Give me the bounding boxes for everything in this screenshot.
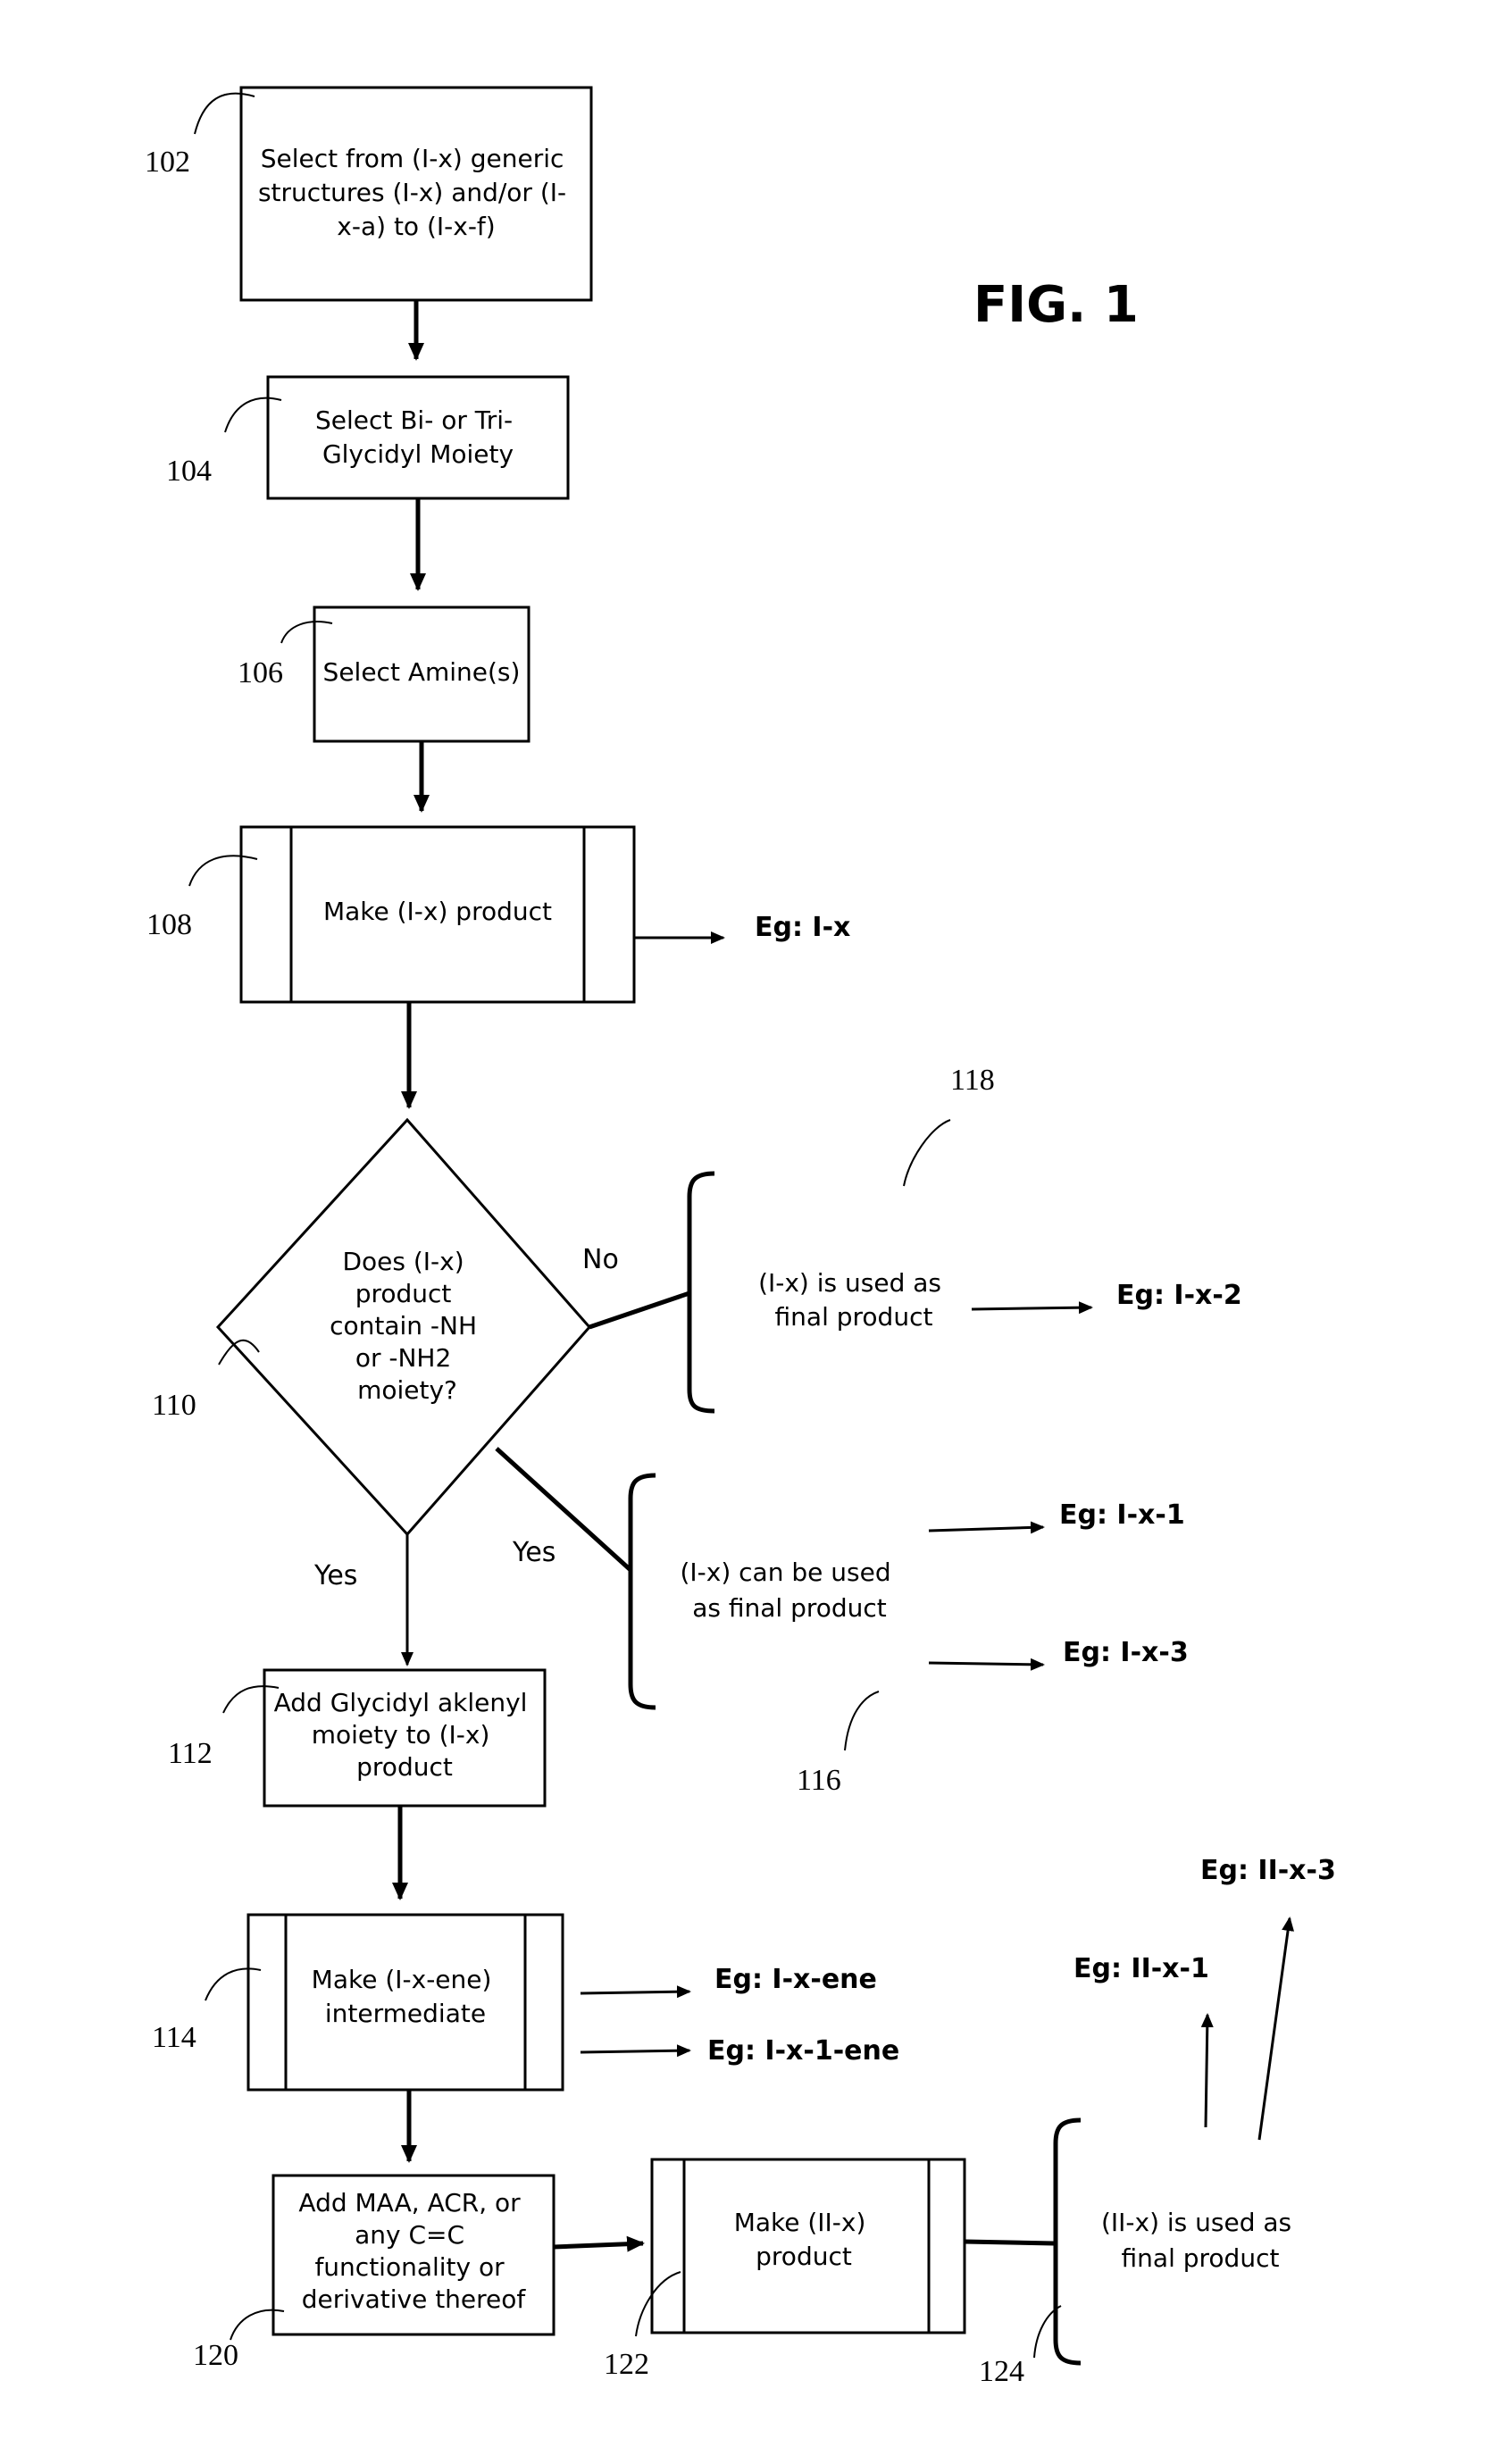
example-ix1ene: Eg: I-x-1-ene (707, 2035, 899, 2067)
connector-120-122 (554, 2243, 643, 2247)
example-ix1: Eg: I-x-1 (1059, 1499, 1185, 1531)
step-120-ref: 120 (193, 2339, 238, 2372)
step-104-line: Select Bi- or Tri- (315, 405, 513, 435)
step-112-line: moiety to (I-x) (312, 1720, 490, 1750)
arrow-114-example-1-ene (581, 2050, 689, 2052)
arrow-118-example (972, 1307, 1091, 1309)
step-102-ref: 102 (145, 146, 190, 179)
example-iix1: Eg: II-x-1 (1073, 1953, 1209, 1984)
step-110-line: moiety? (357, 1375, 457, 1405)
arrow-124-example-1 (1206, 2015, 1207, 2127)
arrow-114-example-ene (581, 1992, 689, 1993)
step-118-text: (I-x) is used as final product (758, 1268, 949, 1332)
step-116-bracket (631, 1475, 656, 1708)
step-120-line: any C=C (355, 2220, 464, 2250)
step-118-ref-leader (904, 1120, 950, 1186)
example-ixene: Eg: I-x-ene (714, 1964, 877, 1995)
step-110-line: Does (I-x) (342, 1247, 464, 1276)
step-110-line: product (355, 1279, 452, 1308)
step-106-line: Select Amine(s) (323, 657, 521, 687)
step-122-line: product (756, 2242, 852, 2271)
step-118-line: (I-x) is used as (758, 1268, 941, 1298)
step-112-ref: 112 (168, 1737, 213, 1770)
step-124-ref: 124 (979, 2355, 1024, 2388)
step-118-line: final product (775, 1302, 933, 1332)
step-106-text: Select Amine(s) (323, 657, 521, 687)
arrow-124-example-3 (1259, 1918, 1290, 2140)
step-124-bracket (1056, 2120, 1081, 2363)
step-116-ref-leader (845, 1691, 879, 1750)
step-116-line: (I-x) can be used (680, 1558, 890, 1587)
example-ix2: Eg: I-x-2 (1116, 1280, 1242, 1311)
step-124-text: (II-x) is used as final product (1101, 2208, 1299, 2273)
step-120-line: Add MAA, ACR, or (298, 2188, 521, 2217)
step-102-line: Select from (I-x) generic (261, 144, 564, 173)
step-120-line: functionality or (314, 2252, 505, 2282)
example-iix3: Eg: II-x-3 (1200, 1855, 1336, 1886)
branch-yes-right-label: Yes (512, 1537, 556, 1568)
step-114-line: intermediate (325, 1999, 486, 2028)
step-120-line: derivative thereof (302, 2284, 527, 2314)
step-124-line: final product (1122, 2243, 1280, 2273)
step-104-ref: 104 (166, 455, 212, 488)
step-104-line: Glycidyl Moiety (322, 439, 514, 469)
step-116-ref: 116 (797, 1764, 841, 1797)
step-116-text: (I-x) can be used as final product (680, 1558, 898, 1623)
branch-yes-down-label: Yes (313, 1560, 357, 1591)
step-116-line: as final product (692, 1593, 887, 1623)
example-ix: Eg: I-x (755, 912, 850, 943)
step-108-ref: 108 (146, 908, 192, 941)
branch-no-label: No (582, 1244, 619, 1275)
step-114-ref: 114 (152, 2021, 196, 2054)
step-110-line: or -NH2 (355, 1343, 451, 1373)
arrow-116-example-3 (929, 1663, 1043, 1665)
step-102-line: x-a) to (I-x-f) (337, 212, 495, 241)
step-102-line: structures (I-x) and/or (I- (258, 178, 566, 207)
step-110-line: contain -NH (330, 1311, 477, 1340)
step-106-ref: 106 (238, 656, 283, 689)
step-122-ref: 122 (604, 2348, 649, 2381)
step-108-text: Make (I-x) product (323, 897, 552, 926)
connector-110-118 (589, 1293, 689, 1327)
connector-122-124 (965, 2242, 1054, 2243)
step-104-box (268, 377, 568, 498)
step-112-line: Add Glycidyl aklenyl (274, 1688, 528, 1717)
step-118-ref: 118 (950, 1064, 995, 1097)
step-112-line: product (356, 1752, 453, 1782)
step-110-ref: 110 (152, 1389, 196, 1422)
arrow-116-example-1 (929, 1527, 1043, 1531)
step-124-line: (II-x) is used as (1101, 2208, 1291, 2237)
step-114-line: Make (I-x-ene) (312, 1965, 492, 1994)
figure-title: FIG. 1 (973, 276, 1139, 334)
example-ix3: Eg: I-x-3 (1063, 1637, 1189, 1668)
step-118-bracket (689, 1173, 714, 1411)
step-122-line: Make (II-x) (734, 2208, 866, 2237)
step-108-line: Make (I-x) product (323, 897, 552, 926)
